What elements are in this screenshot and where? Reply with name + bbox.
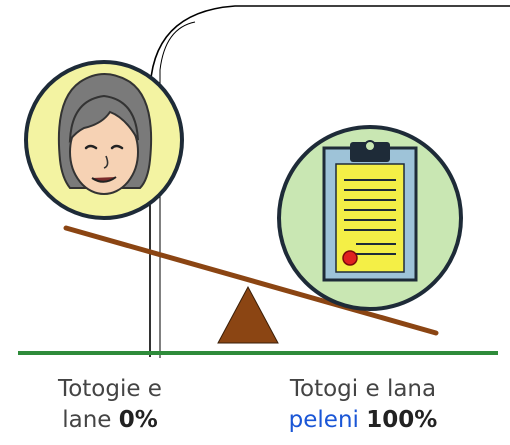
right-percentage: 100% [366, 407, 438, 433]
left-caption-text: lane [62, 407, 112, 433]
left-caption: Totogie e lane 0% [30, 374, 190, 436]
right-caption: Totogi e lana peleni 100% [248, 374, 478, 436]
frame-inner-line [159, 21, 196, 358]
left-caption-line2: lane 0% [30, 405, 190, 436]
fulcrum-triangle [217, 285, 279, 344]
ground-line [18, 351, 498, 355]
clipboard-document-icon [277, 125, 463, 311]
left-percentage: 0% [118, 407, 158, 433]
right-caption-line1: Totogi e lana [289, 376, 437, 402]
seesaw-beam [63, 225, 439, 336]
seal-icon [342, 250, 358, 266]
woman-face-icon [24, 60, 184, 220]
left-caption-line1: Totogie e [58, 376, 162, 402]
peleni-link[interactable]: peleni [288, 407, 359, 433]
right-caption-line2: peleni 100% [248, 405, 478, 436]
